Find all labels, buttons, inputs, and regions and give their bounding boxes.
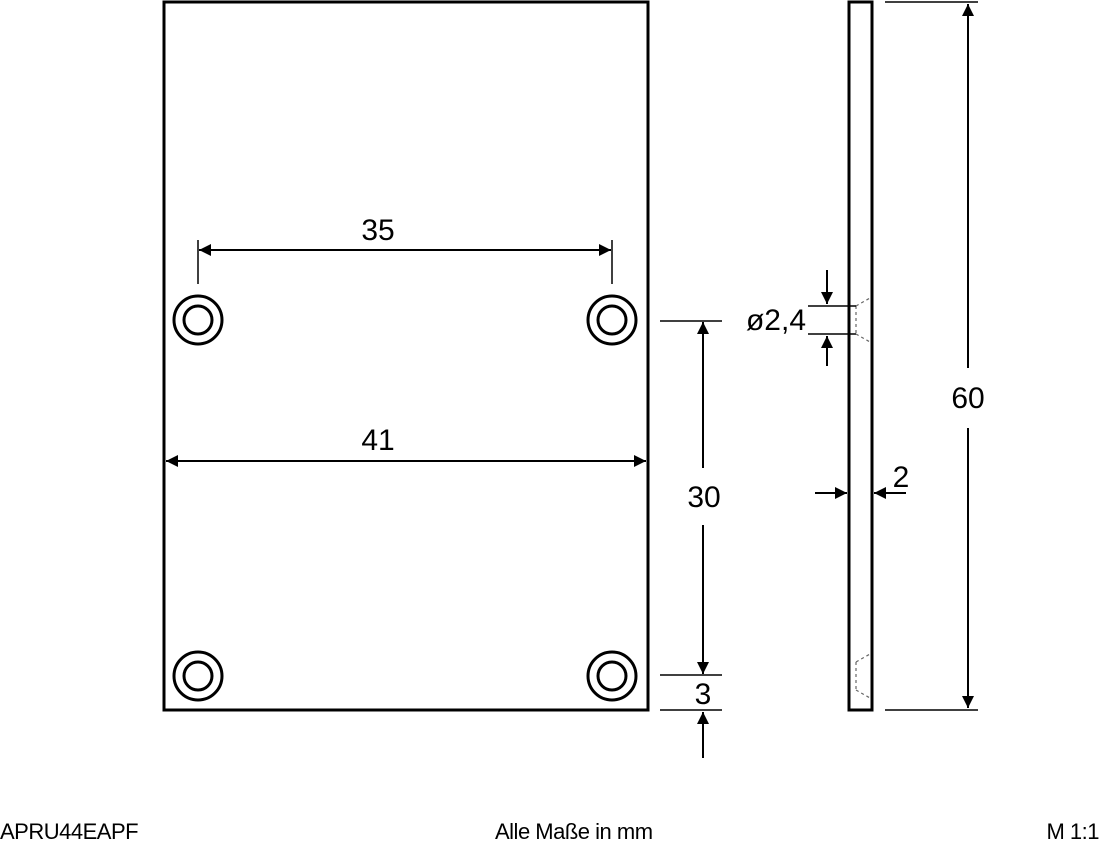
- dimension-plate-height: 60: [885, 1, 985, 711]
- dimension-hole-spacing-vertical: 30: [660, 320, 722, 676]
- hidden-hole-lower: [855, 653, 871, 699]
- dimension-label-2: 2: [893, 461, 910, 494]
- plate-outline: [162, 0, 650, 712]
- mounting-hole-top-left: [172, 294, 224, 346]
- dimension-hole-diameter: ø2,4: [746, 270, 856, 366]
- dimension-hole-spacing-horizontal: 35: [197, 214, 613, 284]
- units-note: Alle Maße in mm: [495, 819, 653, 844]
- dimension-plate-width: 41: [166, 424, 646, 467]
- side-view: ø2,4 2 60: [746, 0, 985, 712]
- dimension-label-35: 35: [361, 214, 394, 247]
- dimension-label-3: 3: [695, 678, 712, 711]
- mounting-hole-top-right: [586, 294, 638, 346]
- side-plate-outline: [847, 0, 874, 712]
- dimension-label-41: 41: [361, 424, 394, 457]
- scale-label: M 1:1: [1046, 819, 1099, 844]
- hidden-hole-upper: [855, 297, 871, 343]
- dimension-label-diameter: ø2,4: [746, 304, 806, 337]
- mounting-hole-bottom-left: [172, 650, 224, 702]
- dimension-label-30: 30: [687, 481, 720, 514]
- part-number: APRU44EAPF: [0, 819, 139, 844]
- dimension-hole-edge-offset: 3: [660, 678, 722, 758]
- mounting-hole-bottom-right: [586, 650, 638, 702]
- dimension-plate-thickness: 2: [815, 461, 910, 499]
- front-view: 35 41 30 3: [162, 0, 722, 758]
- dimension-label-60: 60: [951, 382, 984, 415]
